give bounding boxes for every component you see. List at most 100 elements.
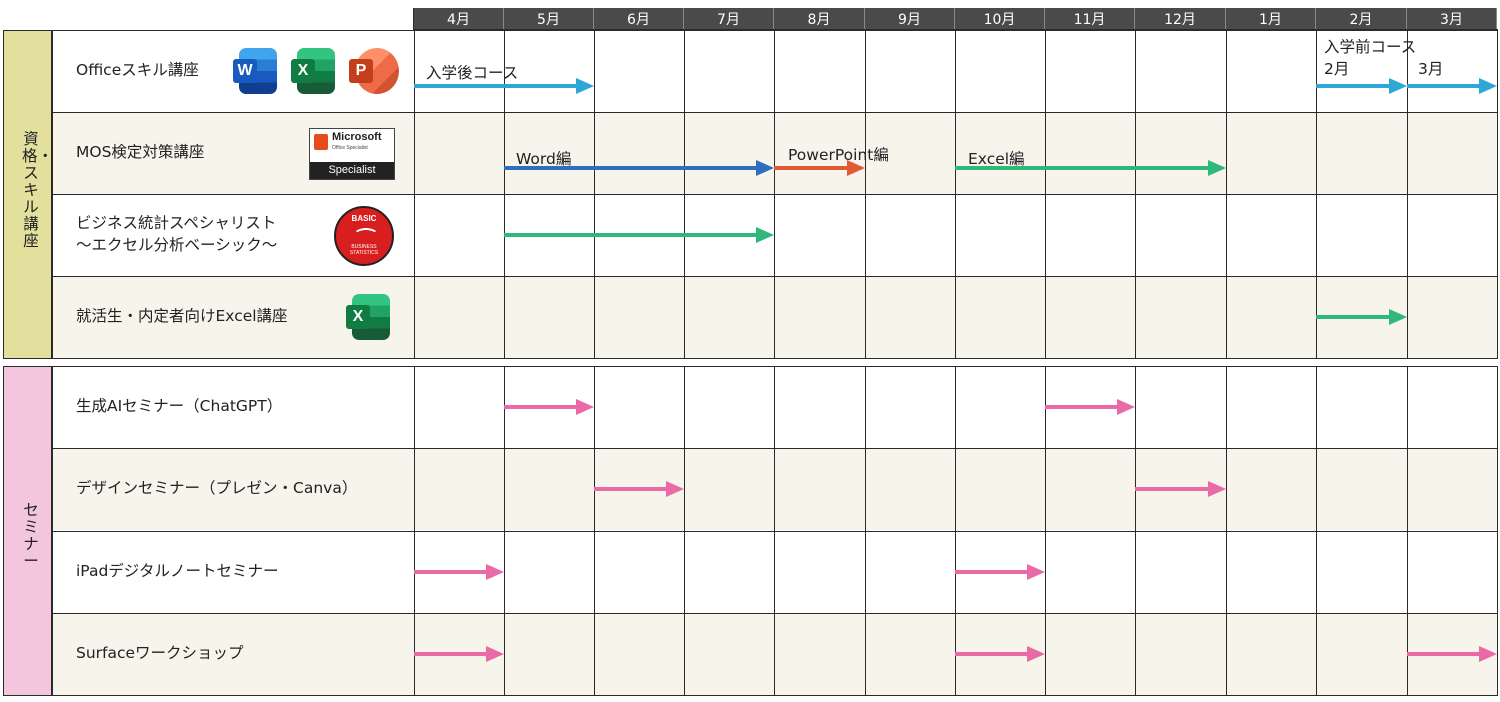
arrow-shaft [955, 570, 1029, 574]
arrow-shaft [1045, 405, 1119, 409]
grid-line [52, 276, 1498, 277]
month-header: 8月 [774, 8, 865, 30]
excel-logo-letter: X [291, 59, 315, 83]
mos-logo-brand: Microsoft [332, 131, 382, 143]
arrow-head [1208, 160, 1226, 176]
month-header: 11月 [1045, 8, 1135, 30]
arrow-head [1389, 78, 1407, 94]
bar-label: 3月 [1418, 60, 1444, 78]
schedule-bar-arrow [1407, 78, 1497, 94]
month-header: 7月 [684, 8, 774, 30]
word-logo-letter: W [233, 59, 257, 83]
bar-label: PowerPoint編 [788, 146, 889, 164]
grid-line [52, 613, 1498, 614]
grid-line [414, 30, 415, 358]
arrow-shaft [1135, 487, 1210, 491]
mos-logo-badge: Specialist [310, 162, 394, 179]
schedule-bar-arrow [955, 160, 1226, 176]
arrow-head [1389, 309, 1407, 325]
grid-line [1407, 366, 1408, 695]
month-header: 12月 [1135, 8, 1226, 30]
arrow-shaft [774, 166, 849, 170]
arrow-head [1027, 646, 1045, 662]
schedule-row: デザインセミナー（プレゼン・Canva） [52, 448, 1498, 530]
grid-line [955, 366, 956, 695]
grid-line [865, 30, 866, 358]
grid-line [1045, 366, 1046, 695]
arrow-head [1027, 564, 1045, 580]
schedule-bar-arrow [594, 481, 684, 497]
schedule-row: MOS検定対策講座 [52, 112, 1498, 194]
grid-line [684, 30, 685, 358]
grid-line [774, 30, 775, 358]
arrow-shaft [1407, 652, 1481, 656]
grid-line [1045, 30, 1046, 358]
arrow-head [486, 564, 504, 580]
schedule-row: Surfaceワークショップ [52, 613, 1498, 695]
bar-label: 入学後コース [426, 64, 519, 82]
bar-label: Excel編 [968, 150, 1025, 168]
schedule-bar-arrow [1407, 646, 1497, 662]
grid-line [52, 30, 53, 358]
category-label: 資格・スキル講座 [22, 130, 54, 250]
schedule-bar-arrow [504, 227, 774, 243]
schedule-row: 生成AIセミナー（ChatGPT） [52, 366, 1498, 448]
arrow-head [1117, 399, 1135, 415]
excel-logo-icon-2: X [346, 294, 390, 340]
month-header: 9月 [865, 8, 955, 30]
arrow-head [576, 399, 594, 415]
arrow-head [486, 646, 504, 662]
row-label: Officeスキル講座 [76, 61, 199, 79]
grid-line [413, 8, 414, 30]
arrow-head [576, 78, 594, 94]
schedule-bar-arrow [414, 78, 594, 94]
arrow-head [1479, 646, 1497, 662]
month-header: 3月 [1407, 8, 1497, 30]
arrow-shaft [414, 84, 578, 88]
grid-line [955, 30, 956, 358]
arrow-head [1208, 481, 1226, 497]
grid-line [414, 366, 415, 695]
row-label: Surfaceワークショップ [76, 644, 244, 662]
schedule-bar-arrow [414, 564, 504, 580]
schedule-row: iPadデジタルノートセミナー [52, 531, 1498, 613]
month-header: 10月 [955, 8, 1045, 30]
schedule-bar-arrow [774, 160, 865, 176]
schedule-bar-arrow [1316, 309, 1407, 325]
powerpoint-logo-letter: P [349, 59, 373, 83]
mos-logo-sub: Office Specialist [332, 145, 368, 151]
row-label: ビジネス統計スペシャリスト ～エクセル分析ベーシック～ [76, 214, 278, 254]
grid-line [52, 366, 1498, 367]
excel-logo-letter-2: X [346, 305, 370, 329]
schedule-bar-arrow [955, 646, 1045, 662]
grid-line [1407, 30, 1408, 358]
bar-label: 入学前コース [1324, 38, 1417, 56]
schedule-row: 就活生・内定者向けExcel講座 [52, 276, 1498, 358]
arrow-head [756, 160, 774, 176]
excel-logo-icon: X [291, 48, 335, 94]
grid-line [52, 30, 1498, 31]
schedule-bar-arrow [1135, 481, 1226, 497]
row-label: デザインセミナー（プレゼン・Canva） [76, 479, 358, 497]
schedule-bar-arrow [1316, 78, 1407, 94]
arrow-shaft [504, 166, 758, 170]
arrow-shaft [1316, 315, 1391, 319]
grid-line [52, 695, 1498, 696]
schedule-bar-arrow [955, 564, 1045, 580]
month-header: 6月 [594, 8, 684, 30]
grid-line [414, 29, 1498, 30]
powerpoint-logo-icon: P [349, 48, 399, 94]
grid-line [1135, 366, 1136, 695]
month-header: 2月 [1316, 8, 1407, 30]
arrow-shaft [1316, 84, 1391, 88]
grid-line [684, 366, 685, 695]
arrow-shaft [414, 570, 488, 574]
category-band: 資格・スキル講座 [3, 30, 54, 359]
grid-line [52, 448, 1498, 449]
grid-line [52, 358, 1498, 359]
grid-line [52, 112, 1498, 113]
grid-line [1135, 30, 1136, 358]
schedule-bar-arrow [504, 399, 594, 415]
grid-line [594, 366, 595, 695]
